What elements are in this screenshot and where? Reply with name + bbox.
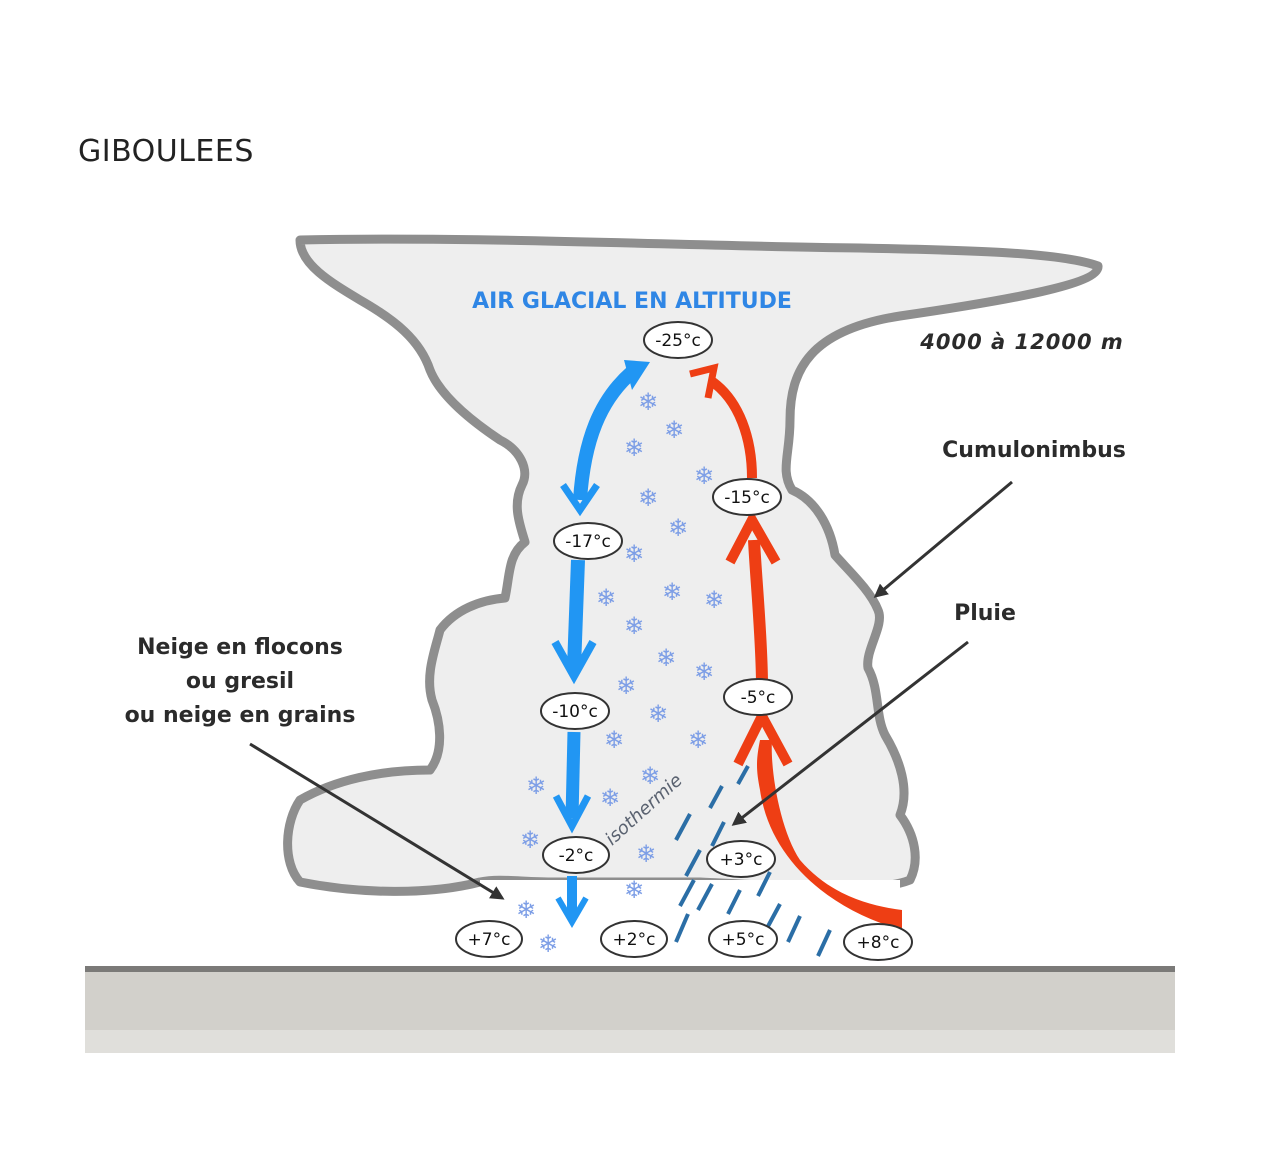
ground xyxy=(85,966,1175,1053)
snowflake-icon: ❄ xyxy=(538,930,558,958)
snowflake-icon: ❄ xyxy=(624,540,644,568)
snowflake-icon: ❄ xyxy=(520,826,540,854)
air-glacial-label: AIR GLACIAL EN ALTITUDE xyxy=(472,289,792,314)
snowflake-icon: ❄ xyxy=(624,434,644,462)
snowflake-icon: ❄ xyxy=(616,672,636,700)
temp-badge: -5°c xyxy=(723,678,793,716)
temperature-labels: -25°c -15°c -17°c -5°c -10°c -2°c +3°c xyxy=(455,321,913,961)
altitude-label: 4000 à 12000 m xyxy=(919,330,1124,354)
snowflake-icon: ❄ xyxy=(664,416,684,444)
temp-badge: +3°c xyxy=(706,840,776,878)
temp-badge: -15°c xyxy=(712,478,782,516)
snowflake-icon: ❄ xyxy=(596,584,616,612)
svg-text:-2°c: -2°c xyxy=(559,846,594,866)
snowflake-icon: ❄ xyxy=(526,772,546,800)
snowflake-icon: ❄ xyxy=(638,484,658,512)
snowflake-icon: ❄ xyxy=(516,896,536,924)
neige-label-line2: ou gresil xyxy=(186,669,294,694)
snowflake-icon: ❄ xyxy=(662,578,682,606)
svg-text:-10°c: -10°c xyxy=(552,702,598,722)
snowflake-icon: ❄ xyxy=(694,462,714,490)
snowflake-icon: ❄ xyxy=(636,840,656,868)
svg-text:+5°c: +5°c xyxy=(722,930,765,950)
pluie-pointer xyxy=(731,640,969,826)
svg-text:+3°c: +3°c xyxy=(720,850,763,870)
snowflake-icon: ❄ xyxy=(640,762,660,790)
neige-label-line3: ou neige en grains xyxy=(125,703,356,728)
cumulonimbus-pointer xyxy=(873,480,1013,598)
temp-badge: +8°c xyxy=(843,923,913,961)
temp-badge: +5°c xyxy=(708,920,778,958)
svg-text:-5°c: -5°c xyxy=(741,688,776,708)
snowflake-icon: ❄ xyxy=(704,586,724,614)
warm-air-ascending-arrow xyxy=(689,363,902,930)
rain-streaks xyxy=(674,765,832,957)
snowflake-icon: ❄ xyxy=(656,644,676,672)
snowflakes: ❄ ❄ ❄ ❄ ❄ ❄ ❄ ❄ ❄ ❄ ❄ ❄ ❄ ❄ ❄ ❄ ❄ ❄ ❄ ❄ … xyxy=(516,388,724,958)
snowflake-icon: ❄ xyxy=(638,388,658,416)
snowflake-icon: ❄ xyxy=(604,726,624,754)
cold-air-descending-arrow xyxy=(551,360,650,928)
page-title: GIBOULEES xyxy=(78,134,254,169)
temp-badge: +7°c xyxy=(455,920,523,958)
neige-label-line1: Neige en flocons xyxy=(137,635,343,660)
snowflake-icon: ❄ xyxy=(648,700,668,728)
svg-text:+8°c: +8°c xyxy=(857,933,900,953)
cumulonimbus-label: Cumulonimbus xyxy=(942,438,1126,463)
snowflake-icon: ❄ xyxy=(624,876,644,904)
pluie-label: Pluie xyxy=(954,601,1016,626)
neige-pointer xyxy=(249,742,505,900)
snowflake-icon: ❄ xyxy=(688,726,708,754)
temp-badge: -2°c xyxy=(542,836,610,874)
snowflake-icon: ❄ xyxy=(624,612,644,640)
svg-text:-15°c: -15°c xyxy=(724,488,770,508)
svg-text:-17°c: -17°c xyxy=(565,532,611,552)
temp-badge: -17°c xyxy=(553,522,623,560)
temp-badge: -10°c xyxy=(540,692,610,730)
temp-badge: +2°c xyxy=(600,920,668,958)
svg-text:+2°c: +2°c xyxy=(613,930,656,950)
temp-badge: -25°c xyxy=(643,321,713,359)
snowflake-icon: ❄ xyxy=(600,784,620,812)
svg-text:+7°c: +7°c xyxy=(468,930,511,950)
snowflake-icon: ❄ xyxy=(694,658,714,686)
snowflake-icon: ❄ xyxy=(668,514,688,542)
svg-text:-25°c: -25°c xyxy=(655,331,701,351)
